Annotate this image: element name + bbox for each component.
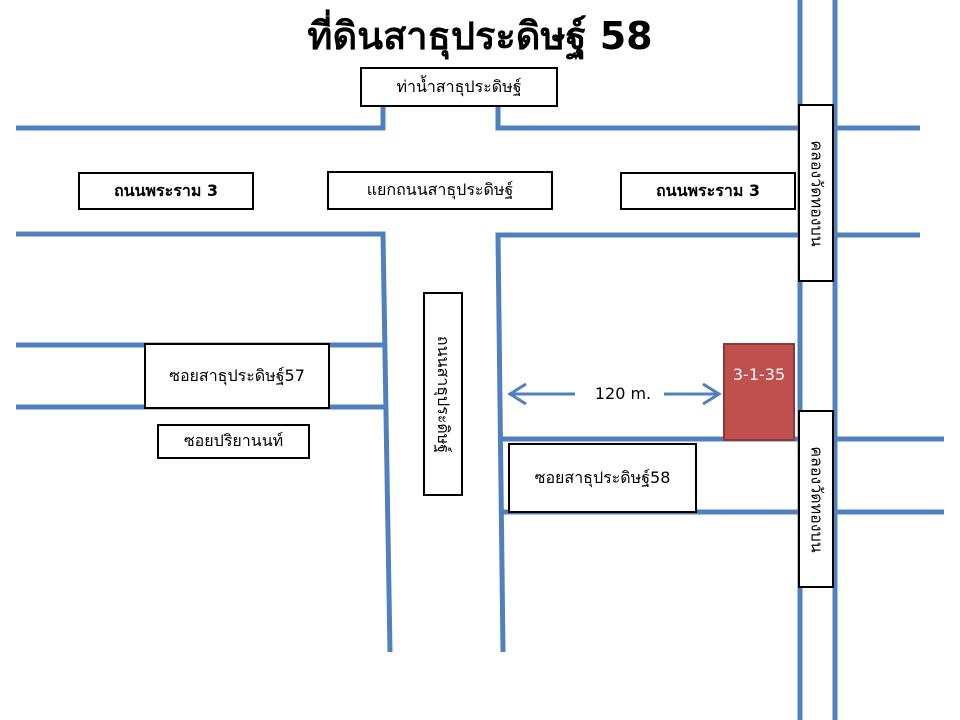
sathu-road-label: ถนนสาธุประดิษฐ์ — [423, 292, 463, 496]
rama3-north-edge-left — [16, 100, 386, 131]
distance-arrow — [507, 382, 722, 406]
sathu-road-west-edge — [16, 231, 393, 653]
page-title: ที่ดินสาธุประดิษฐ์ 58 — [307, 14, 653, 58]
rama3-north-edge-right — [495, 100, 920, 131]
rama3-right-label: ถนนพระราม 3 — [620, 172, 796, 210]
land-plot: 3-1-35 — [723, 343, 795, 441]
canal-label-top-text: คลองวัดทองบน — [807, 139, 827, 247]
soi58-label: ซอยสาธุประดิษฐ์58 — [508, 443, 697, 513]
sathu-road-label-text: ถนนสาธุประดิษฐ์ — [434, 335, 454, 453]
soi57-label: ซอยสาธุประดิษฐ์57 — [144, 343, 330, 409]
canal-label-bottom: คลองวัดทองบน — [798, 410, 834, 588]
rama3-left-label: ถนนพระราม 3 — [78, 172, 254, 210]
canal-label-bottom-text: คลองวัดทองบน — [807, 445, 827, 553]
junction-label: แยกถนนสาธุประดิษฐ์ — [327, 171, 553, 210]
sathu-road-east-edge — [495, 232, 920, 653]
soi-pariyanon-label: ซอยปริยานนท์ — [157, 424, 310, 459]
pier-label: ท่าน้ำสาธุประดิษฐ์ — [360, 67, 558, 107]
distance-label: 120 m. — [594, 384, 652, 403]
canal-label-top: คลองวัดทองบน — [798, 104, 834, 282]
plot-id-label: 3-1-35 — [732, 365, 786, 384]
